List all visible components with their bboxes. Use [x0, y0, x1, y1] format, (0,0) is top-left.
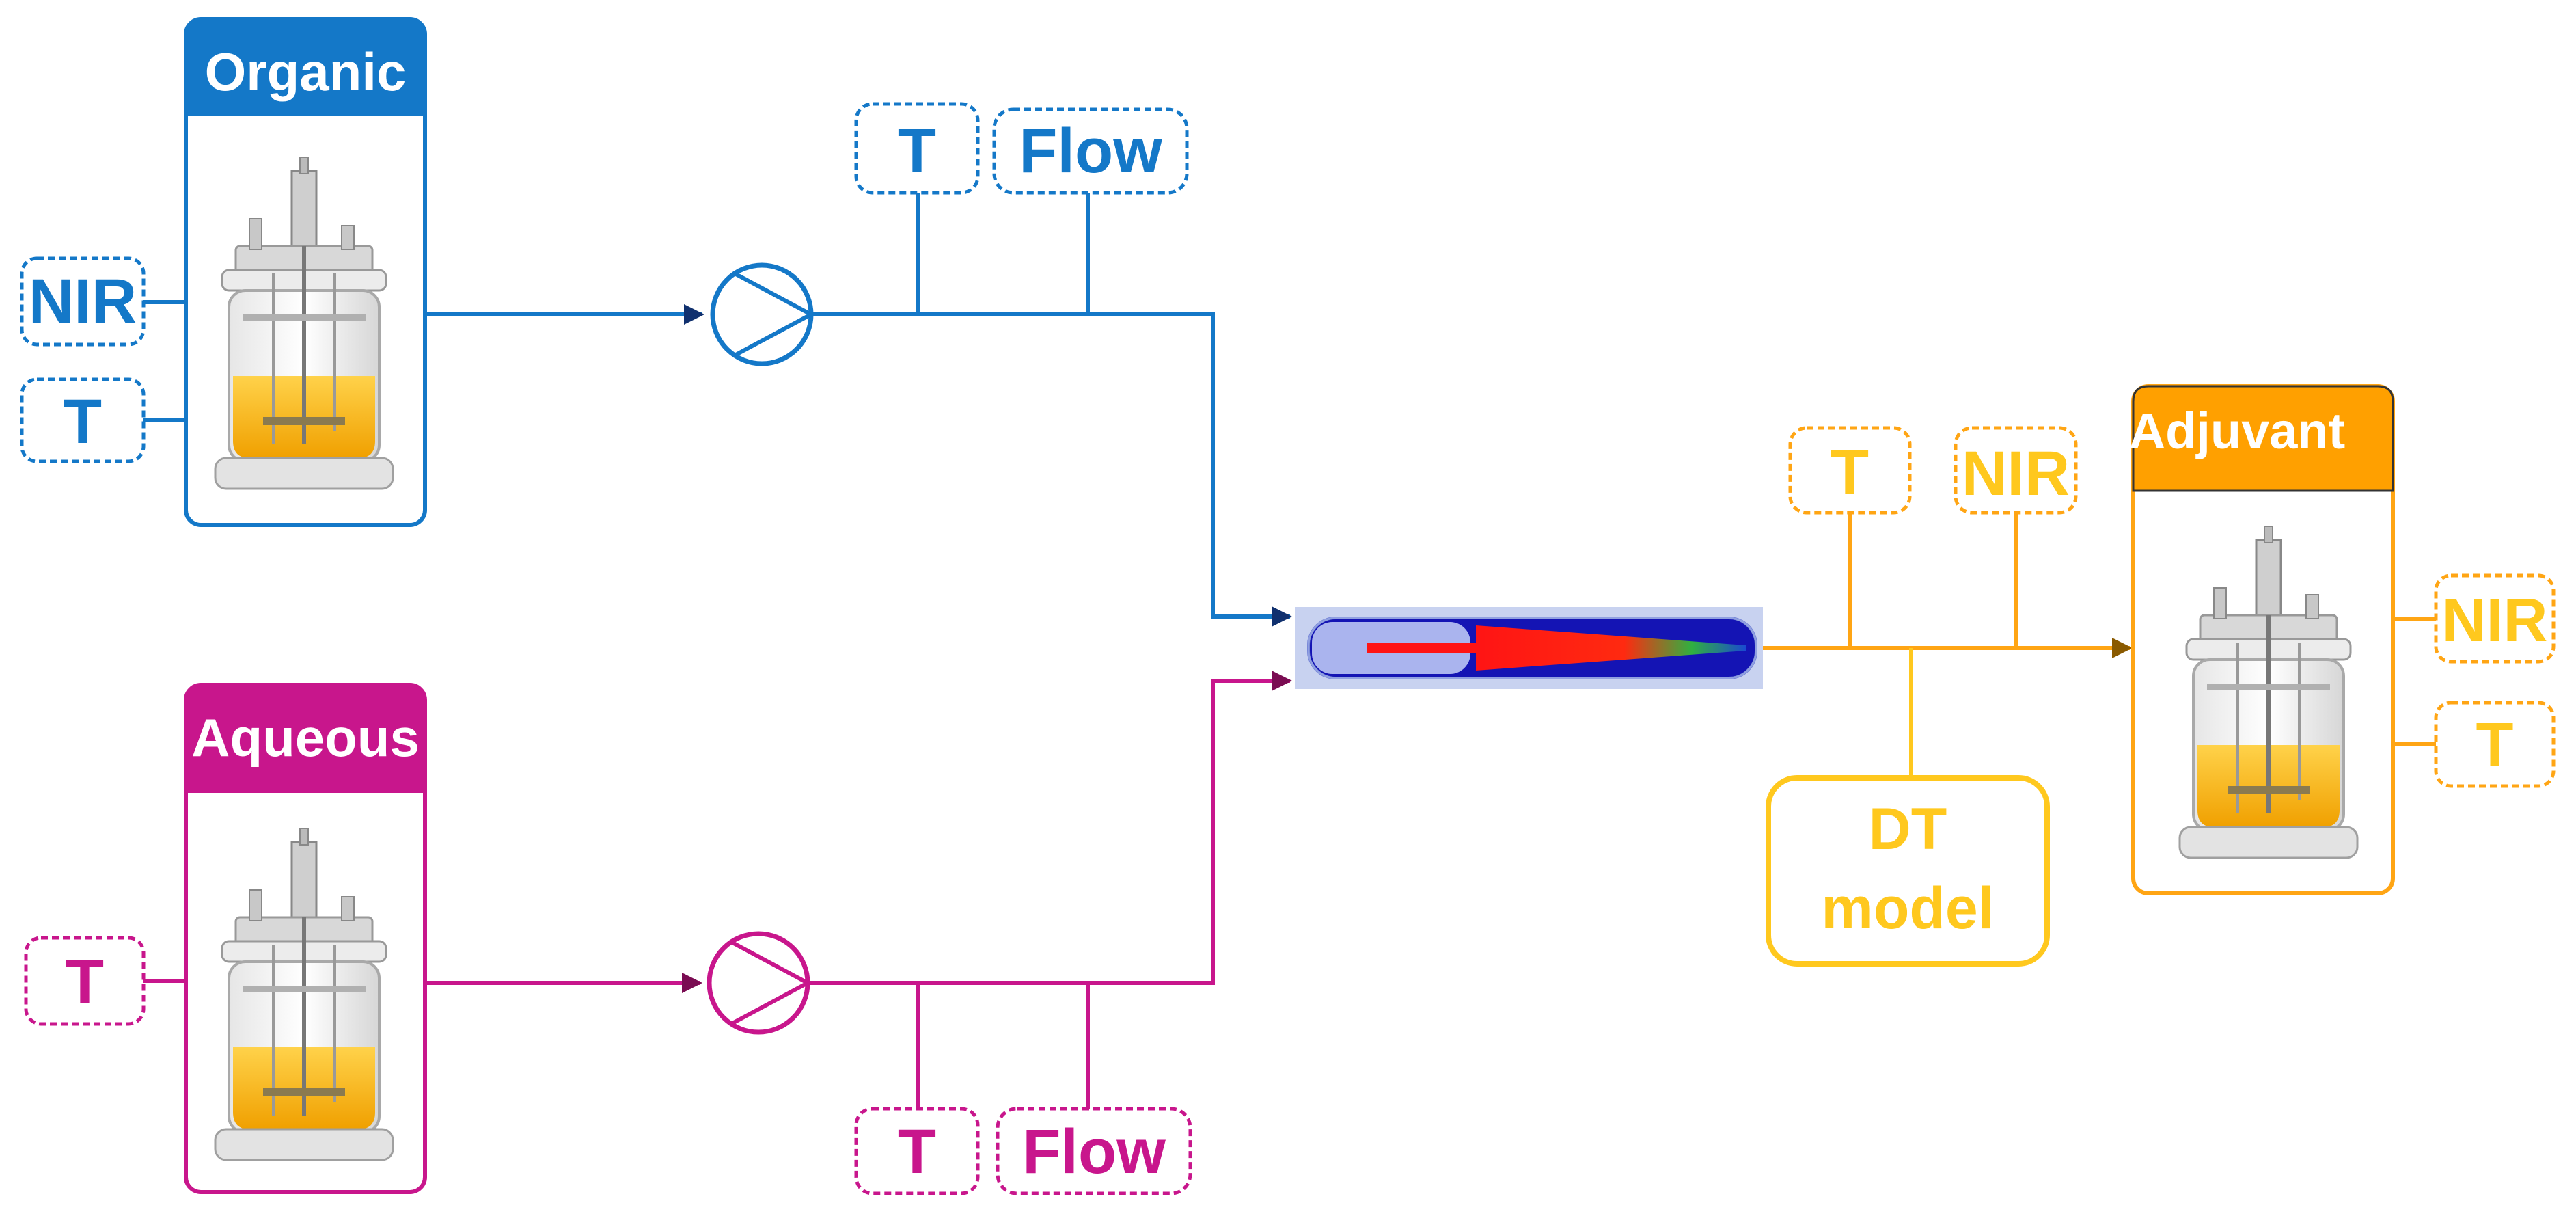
- dt-model-line1: DT: [1869, 796, 1947, 862]
- sensor-t-aqueous[interactable]: [24, 936, 146, 1026]
- sensor-t-organic-line-label: T: [898, 116, 936, 186]
- organic-header-label: Organic: [205, 42, 407, 102]
- microfluidic-mixer[interactable]: [1295, 607, 1763, 689]
- sensor-nir-organic-label: NIR: [29, 267, 137, 336]
- dt-model-line2: model: [1821, 876, 1994, 941]
- pump-icon: [707, 931, 810, 1035]
- sensor-flow-organic-line-label: Flow: [1019, 116, 1162, 186]
- outlet-stream: T NIR DT model Adjuvant NIR T: [1763, 384, 2556, 967]
- adjuvant-header-label: Adjuvant: [2129, 403, 2346, 459]
- aqueous-pump[interactable]: [707, 931, 812, 1035]
- adjuvant-header: [2132, 385, 2394, 492]
- sensor-flow-aqueous-line-label: Flow: [1022, 1117, 1166, 1187]
- aqueous-header-label: Aqueous: [191, 707, 420, 768]
- sensor-nir-adjuvant[interactable]: [2434, 573, 2556, 664]
- sensor-flow-aqueous-line[interactable]: [996, 1107, 1192, 1195]
- organic-stream: Organic NIR T T Flow: [20, 17, 1292, 627]
- sensor-t-organic-line[interactable]: [854, 102, 980, 195]
- sensor-t-aqueous-line-label: T: [898, 1117, 936, 1187]
- sensor-t-organic[interactable]: [20, 377, 146, 463]
- sensor-nir-organic[interactable]: [20, 256, 146, 347]
- aqueous-stream: Aqueous T T Flow: [24, 671, 1292, 1195]
- sensor-t-organic-label: T: [64, 387, 102, 457]
- sensor-t-adjuvant[interactable]: [2434, 701, 2556, 788]
- sensor-t-aqueous-label: T: [66, 947, 104, 1017]
- sensor-nir-adjuvant-label: NIR: [2442, 586, 2548, 655]
- sensor-t-outlet-label: T: [1831, 437, 1869, 507]
- dt-model-box[interactable]: [1766, 775, 2050, 967]
- pump-icon: [710, 262, 814, 366]
- sensor-t-outlet[interactable]: [1788, 426, 1912, 515]
- organic-header: [186, 19, 425, 116]
- sensor-flow-organic-line[interactable]: [992, 107, 1189, 195]
- sensor-nir-outlet-label: NIR: [1962, 439, 2070, 509]
- sensor-t-aqueous-line[interactable]: [854, 1107, 980, 1195]
- organic-pump[interactable]: [710, 262, 816, 366]
- aqueous-header: [186, 685, 425, 793]
- sensor-t-adjuvant-label: T: [2476, 711, 2514, 779]
- sensor-nir-outlet[interactable]: [1954, 426, 2078, 515]
